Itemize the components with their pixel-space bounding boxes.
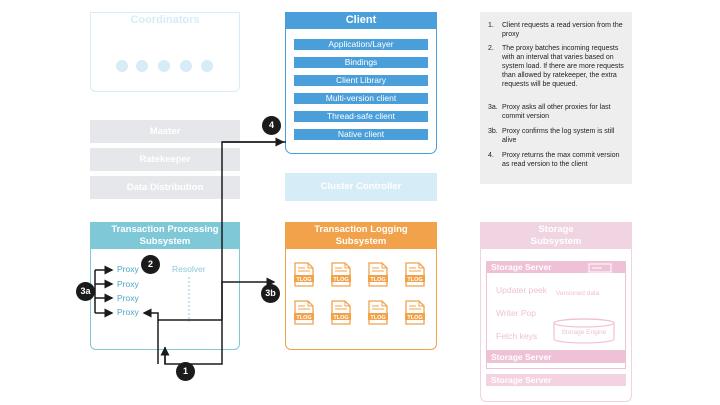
client-layer-bindings: Bindings [294, 57, 428, 68]
server-rack-icon [588, 263, 612, 273]
tlog-label: TLOG [407, 315, 422, 321]
tls-title-line2: Subsystem [335, 236, 387, 247]
storage-title-line2: Subsystem [530, 236, 582, 247]
coordinator-node [180, 60, 192, 72]
tlog-label: TLOG [296, 277, 311, 283]
step-badge-3b: 3b [261, 284, 280, 303]
tlog-file-icon: TLOG [405, 262, 425, 287]
tlog-file-icon: TLOG [294, 262, 314, 287]
tlog-label: TLOG [370, 315, 385, 321]
storage-subsystem-box [480, 222, 632, 402]
master-box: Master [90, 120, 240, 143]
client-layer-multi-version: Multi-version client [294, 93, 428, 104]
proxy-node: Proxy [117, 264, 139, 274]
coordinator-node [136, 60, 148, 72]
cluster-controller-box: Cluster Controller [285, 173, 437, 201]
storage-title-line1: Storage [538, 224, 574, 235]
coordinator-node [116, 60, 128, 72]
tlog-label: TLOG [296, 315, 311, 321]
tlog-file-icon: TLOG [331, 300, 351, 325]
note-item: 3b.Proxy confirms the log system is stil… [488, 128, 615, 144]
note-item: 4.Proxy returns the max commit version a… [488, 152, 620, 168]
storage-subsystem-title: Storage Subsystem [480, 222, 632, 249]
storage-engine-cylinder-icon [553, 318, 615, 344]
arrow-1-read-request [164, 141, 286, 365]
coordinators-box [90, 12, 240, 92]
note-item: 1.Client requests a read version from th… [488, 22, 623, 38]
writer-pop-label: Writer Pop [496, 308, 536, 318]
tlog-file-icon: TLOG [368, 300, 388, 325]
versioned-data-label: Versioned data [556, 290, 600, 297]
client-layer-application: Application/Layer [294, 39, 428, 50]
fetch-keys-label: Fetch keys [496, 331, 538, 341]
tlog-label: TLOG [407, 277, 422, 283]
client-layer-native: Native client [294, 129, 428, 140]
tlog-label: TLOG [333, 315, 348, 321]
tlog-label: TLOG [333, 277, 348, 283]
note-item: 3a.Proxy asks all other proxies for last… [488, 104, 611, 120]
coordinators-title: Coordinators [130, 14, 200, 26]
tlog-label: TLOG [370, 277, 385, 283]
storage-server-header: Storage Server [486, 351, 626, 363]
client-layer-thread-safe: Thread-safe client [294, 111, 428, 122]
updater-peek-label: Updater peek [496, 285, 548, 295]
resolver-node: Resolver [172, 264, 206, 274]
tps-title-line1: Transaction Processing [111, 224, 219, 235]
ratekeeper-box: Ratekeeper [90, 148, 240, 171]
coordinator-node [201, 60, 213, 72]
step-badge-3a: 3a [76, 282, 95, 301]
tlog-file-icon: TLOG [294, 300, 314, 325]
transaction-logging-title: Transaction Logging Subsystem [285, 222, 437, 249]
proxy-node: Proxy [117, 279, 139, 289]
arrow-3b-log-system [150, 277, 276, 321]
note-item: 2.The proxy batches incoming requests wi… [488, 45, 624, 88]
storage-server-box [486, 363, 626, 369]
storage-server-header: Storage Server [486, 374, 626, 386]
coordinator-node [158, 60, 170, 72]
storage-engine-label: Storage Engine [561, 329, 607, 336]
proxy-node: Proxy [117, 293, 139, 303]
client-title: Client [285, 12, 437, 29]
notes-panel [480, 12, 632, 184]
step-badge-2: 2 [141, 255, 160, 274]
tls-title-line1: Transaction Logging [314, 224, 408, 235]
tlog-file-icon: TLOG [331, 262, 351, 287]
client-layer-client-library: Client Library [294, 75, 428, 86]
step-badge-1: 1 [176, 362, 195, 381]
step-badge-4: 4 [262, 116, 281, 135]
proxy-node: Proxy [117, 307, 139, 317]
data-distribution-box: Data Distribution [90, 176, 240, 199]
transaction-processing-title: Transaction Processing Subsystem [90, 222, 240, 249]
tlog-file-icon: TLOG [368, 262, 388, 287]
tps-title-line2: Subsystem [139, 236, 191, 247]
tlog-file-icon: TLOG [405, 300, 425, 325]
